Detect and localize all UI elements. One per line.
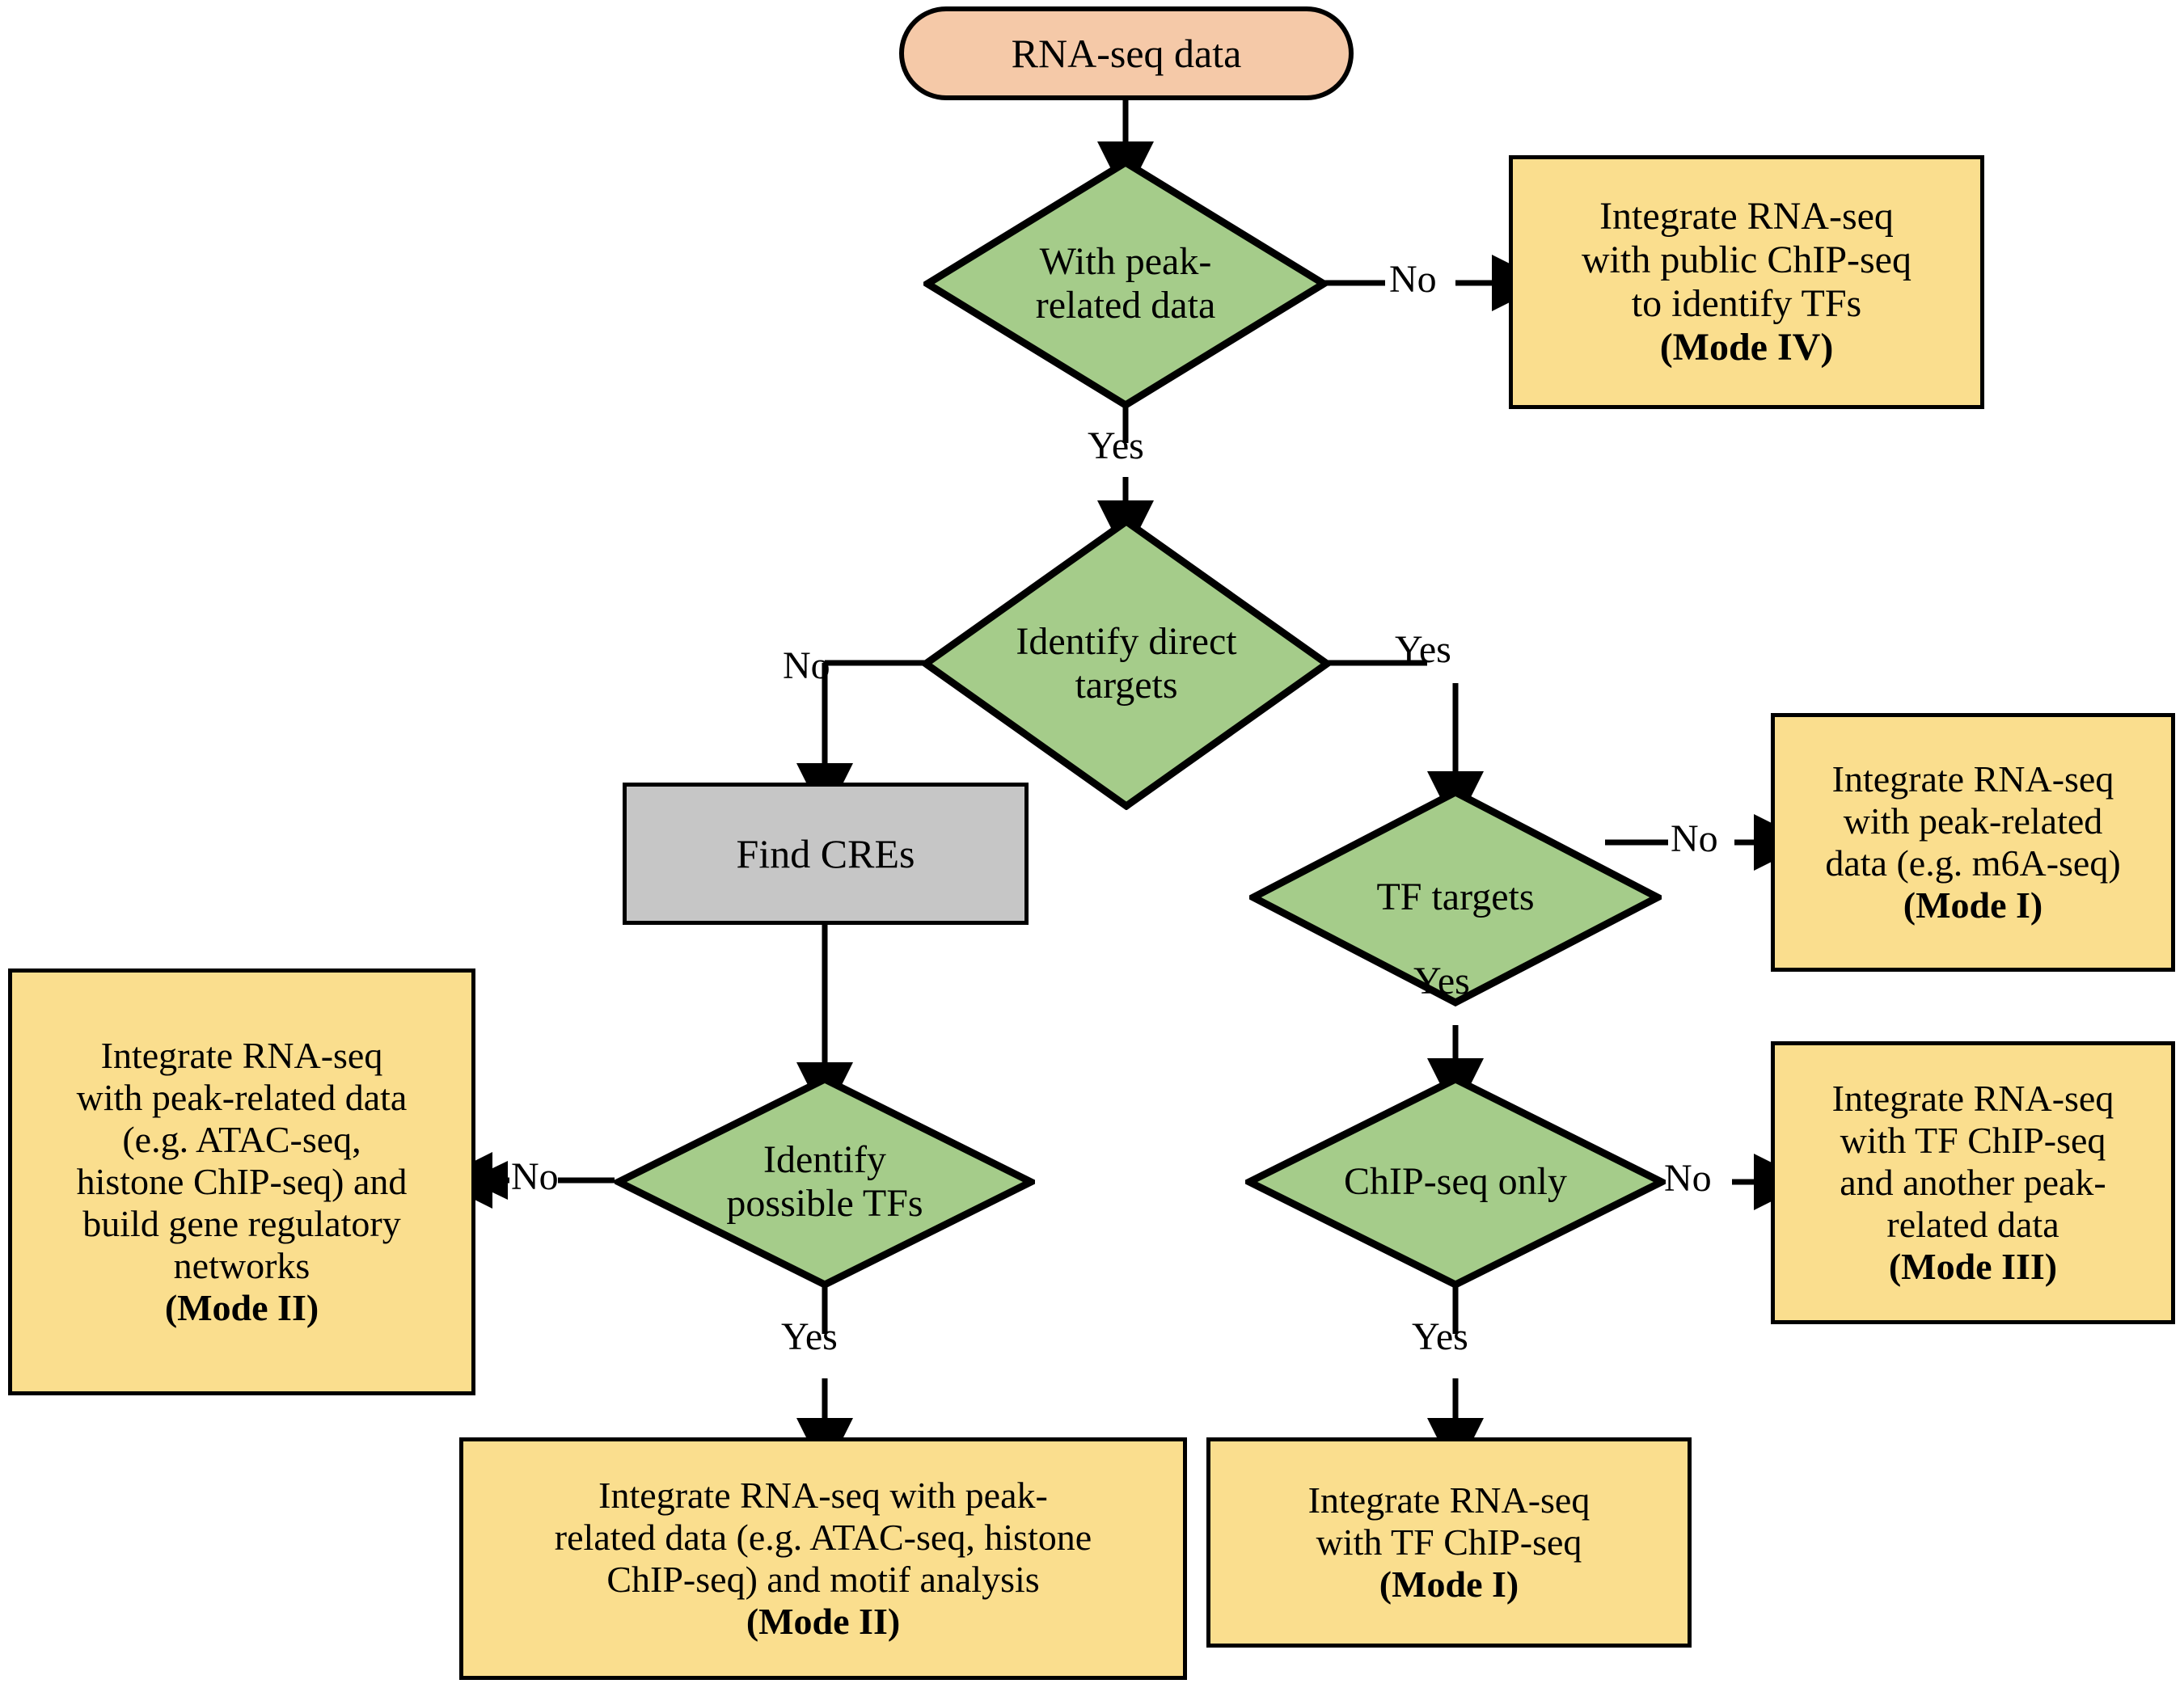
node-decision-with-peak-related-data[interactable]: With peak- related data <box>923 158 1328 409</box>
node-label-line1: Integrate RNA-seq <box>1599 194 1894 238</box>
node-outcome-mode-i-m6a[interactable]: Integrate RNA-seq with peak-related data… <box>1771 713 2175 972</box>
node-decision-identify-possible-tfs[interactable]: Identify possible TFs <box>615 1075 1035 1289</box>
node-label-line1: Integrate RNA-seq <box>100 1035 383 1077</box>
diamond-shape <box>923 158 1328 409</box>
diamond-shape <box>922 517 1331 810</box>
node-label: RNA-seq data <box>1011 30 1242 76</box>
node-mode-badge: (Mode II) <box>164 1286 319 1328</box>
node-mode-badge: (Mode I) <box>1903 884 2043 926</box>
node-outcome-mode-ii-motif[interactable]: Integrate RNA-seq with peak- related dat… <box>459 1437 1187 1680</box>
edge-label-d2-no: No <box>783 644 830 687</box>
node-label-line3: (e.g. ATAC-seq, <box>122 1119 361 1161</box>
node-label-line2: with TF ChIP-seq <box>1840 1120 2106 1162</box>
node-label-line4: related data <box>1886 1203 2059 1245</box>
node-start-rna-seq-data[interactable]: RNA-seq data <box>899 6 1354 100</box>
edge-label-d2-yes: Yes <box>1395 628 1451 671</box>
node-label-line5: build gene regulatory <box>82 1202 401 1244</box>
node-outcome-mode-ii-networks[interactable]: Integrate RNA-seq with peak-related data… <box>8 968 475 1395</box>
node-mode-badge: (Mode I) <box>1379 1563 1519 1605</box>
edge-label-d4-yes: Yes <box>781 1315 838 1358</box>
node-label-line2: with public ChIP-seq <box>1582 238 1912 281</box>
node-label-line1: Integrate RNA-seq <box>1307 1479 1590 1521</box>
node-label-line3: and another peak- <box>1840 1162 2106 1204</box>
edge-label-d3-yes: Yes <box>1413 960 1470 1002</box>
edge-label-d1-yes: Yes <box>1088 424 1144 467</box>
edge-label-d3-no: No <box>1671 817 1718 860</box>
node-label-line6: networks <box>173 1244 310 1286</box>
node-decision-chip-seq-only[interactable]: ChIP-seq only <box>1245 1075 1666 1289</box>
node-decision-identify-direct-targets[interactable]: Identify direct targets <box>922 517 1331 810</box>
diamond-shape <box>1245 1075 1666 1289</box>
node-outcome-mode-i-tf-chip[interactable]: Integrate RNA-seq with TF ChIP-seq (Mode… <box>1206 1437 1692 1648</box>
diamond-shape <box>615 1075 1035 1289</box>
node-label-line2: with TF ChIP-seq <box>1316 1521 1582 1564</box>
node-label-line2: with peak-related <box>1843 800 2103 842</box>
node-outcome-mode-iv[interactable]: Integrate RNA-seq with public ChIP-seq t… <box>1509 155 1984 409</box>
diamond-shape <box>1249 788 1662 1006</box>
node-mode-badge: (Mode III) <box>1888 1245 2058 1287</box>
node-label-line2: with peak-related data <box>76 1077 408 1119</box>
node-label-line1: Integrate RNA-seq with peak- <box>598 1475 1048 1517</box>
node-label-line3: data (e.g. m6A-seq) <box>1825 842 2121 884</box>
edge-label-d1-no: No <box>1389 258 1437 301</box>
edge-label-d5-no: No <box>1664 1157 1712 1200</box>
node-label: Find CREs <box>736 830 915 876</box>
node-outcome-mode-iii[interactable]: Integrate RNA-seq with TF ChIP-seq and a… <box>1771 1041 2175 1324</box>
node-mode-badge: (Mode II) <box>746 1600 901 1642</box>
node-label-line3: ChIP-seq) and motif analysis <box>606 1559 1040 1600</box>
node-label-line4: histone ChIP-seq) and <box>76 1161 408 1203</box>
node-label-line1: Integrate RNA-seq <box>1831 758 2114 800</box>
node-label-line3: to identify TFs <box>1631 282 1862 325</box>
node-process-find-cres[interactable]: Find CREs <box>623 783 1029 925</box>
node-label-line1: Integrate RNA-seq <box>1831 1078 2114 1120</box>
node-label-line2: related data (e.g. ATAC-seq, histone <box>554 1517 1092 1559</box>
node-mode-badge: (Mode IV) <box>1659 326 1834 369</box>
edge-label-d4-no: No <box>511 1155 559 1198</box>
edge-label-d5-yes: Yes <box>1412 1315 1468 1358</box>
